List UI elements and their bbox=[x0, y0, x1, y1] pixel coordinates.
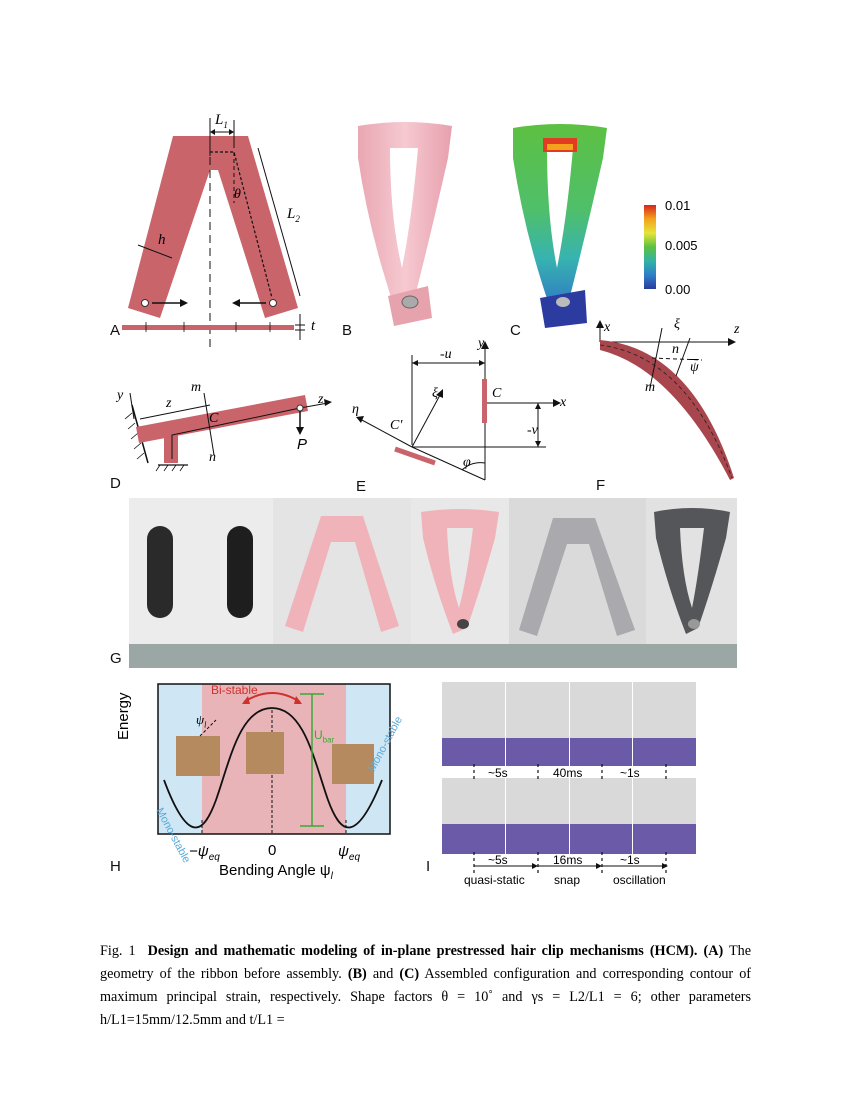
caption-bc-text: Assembled configuration and correspondin… bbox=[100, 966, 752, 1028]
label-top-time-1: ~5s bbox=[488, 766, 508, 780]
label-e-neg-u: -u bbox=[440, 347, 452, 362]
panel-g-photo-pink-flat bbox=[273, 498, 411, 668]
panel-label-g: G bbox=[110, 650, 122, 667]
panel-g-photo-steel-flat bbox=[509, 498, 646, 668]
label-u-bar: Ubar bbox=[314, 728, 335, 745]
panel-label-c: C bbox=[510, 322, 521, 339]
label-bottom-time-2: 16ms bbox=[553, 853, 583, 867]
panel-label-f: F bbox=[596, 477, 606, 494]
panel-label-d: D bbox=[110, 475, 121, 492]
panel-i-photo-steel-sequence bbox=[442, 778, 696, 854]
label-f-n: n bbox=[672, 342, 679, 357]
label-e-x: x bbox=[560, 395, 567, 410]
panel-label-e: E bbox=[356, 478, 367, 495]
label-bending-angle: Bending Angle ψl bbox=[219, 862, 333, 882]
label-d-n: n bbox=[209, 450, 216, 465]
label-psi-l: ψl bbox=[196, 712, 207, 730]
label-f-psi-bar: ψ bbox=[690, 360, 699, 375]
colorbar-tick-mid: 0.005 bbox=[665, 238, 698, 253]
panel-e-kinematics bbox=[356, 341, 561, 481]
caption-b-label: (B) bbox=[347, 966, 367, 982]
label-d-p: P bbox=[297, 436, 308, 453]
colorbar-tick-max: 0.01 bbox=[665, 198, 691, 213]
panel-b-assembled-ribbon bbox=[358, 122, 452, 326]
label-h: h bbox=[158, 232, 166, 248]
panel-i-photo-pink-sequence bbox=[442, 682, 696, 766]
label-phase-oscillation: oscillation bbox=[613, 873, 666, 887]
label-e-xi: ξ bbox=[432, 386, 438, 401]
label-bottom-time-1: ~5s bbox=[488, 853, 508, 867]
label-e-eta: η bbox=[352, 402, 359, 417]
label-f-z: z bbox=[734, 322, 740, 337]
caption-and: and bbox=[372, 966, 394, 982]
caption-a-text: The geometry of the ribbon before assemb… bbox=[100, 943, 752, 982]
label-bi-stable: Bi-stable bbox=[211, 683, 258, 697]
label-d-z: z bbox=[166, 396, 172, 411]
tick-zero: 0 bbox=[268, 842, 277, 859]
label-f-xi: ξ bbox=[674, 317, 680, 332]
panel-label-b: B bbox=[342, 322, 353, 339]
panel-a-geometry bbox=[122, 118, 305, 348]
label-e-c: C bbox=[492, 386, 502, 401]
label-phase-snap: snap bbox=[554, 873, 581, 887]
colorbar bbox=[644, 205, 656, 289]
panel-label-a: A bbox=[110, 322, 121, 339]
label-d-z-axis: z bbox=[318, 392, 324, 407]
label-t: t bbox=[311, 318, 316, 334]
label-top-time-3: ~1s bbox=[620, 766, 640, 780]
label-d-m: m bbox=[191, 380, 202, 395]
colorbar-tick-min: 0.00 bbox=[665, 282, 691, 297]
figure-caption: Fig. 1 Design and mathematic modeling of… bbox=[100, 940, 751, 1032]
caption-fig-number: Fig. 1 bbox=[100, 943, 136, 959]
panel-g-photo-pink-assembled bbox=[411, 498, 509, 668]
caption-c-label: (C) bbox=[399, 966, 420, 982]
label-energy: Energy bbox=[115, 692, 132, 740]
tick-neg-psi-eq: −ψeq bbox=[189, 843, 220, 863]
caption-title: Design and mathematic modeling of in-pla… bbox=[147, 943, 698, 959]
label-bottom-time-3: ~1s bbox=[620, 853, 640, 867]
caption-a-label: (A) bbox=[703, 943, 724, 959]
panel-g-photo-steel-assembled bbox=[646, 498, 737, 668]
label-d-y: y bbox=[117, 388, 124, 403]
panel-i-timeline-dividers bbox=[473, 764, 668, 874]
label-d-c: C bbox=[209, 411, 219, 426]
label-e-y: y bbox=[478, 336, 485, 351]
panel-label-h: H bbox=[110, 858, 121, 875]
label-phase-quasi-static: quasi-static bbox=[464, 873, 525, 887]
tick-psi-eq: ψeq bbox=[338, 843, 361, 863]
label-e-neg-v: -v bbox=[527, 423, 538, 438]
label-l1: L1 bbox=[215, 112, 228, 130]
panel-g-photo-hairclips bbox=[129, 498, 273, 668]
label-e-c-prime: C′ bbox=[390, 418, 403, 433]
panel-d-beam-diagram bbox=[124, 392, 332, 472]
label-f-x: x bbox=[604, 320, 611, 335]
panel-h-energy-plot bbox=[157, 683, 391, 835]
label-l2: L2 bbox=[287, 206, 300, 224]
label-f-m: m bbox=[645, 380, 656, 395]
panel-f-bent-ribbon bbox=[596, 320, 736, 480]
label-theta: θ bbox=[234, 187, 241, 202]
label-e-phi: φ bbox=[463, 455, 471, 470]
panel-c-strain-contour bbox=[513, 124, 607, 328]
panel-label-i: I bbox=[426, 858, 431, 875]
label-top-time-2: 40ms bbox=[553, 766, 583, 780]
